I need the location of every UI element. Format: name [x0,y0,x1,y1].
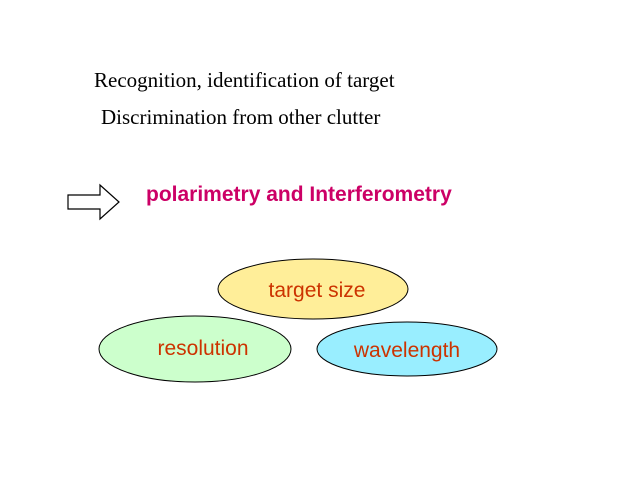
resolution-shape [98,315,292,383]
objective-line: Discrimination from other clutter [101,105,381,129]
method-highlight: polarimetry and Interferometry [146,183,452,206]
target-size-label: target size [269,279,366,302]
objective-line: Recognition, identification of target [94,68,395,92]
right-arrow-icon [67,183,120,221]
wavelength-ellipse: wavelength [316,321,498,377]
resolution-label: resolution [157,337,248,360]
resolution-ellipse: resolution [98,315,292,383]
target-size-ellipse: target size [217,258,409,320]
wavelength-label: wavelength [353,339,460,362]
wavelength-shape [316,321,498,377]
target-size-shape [217,258,409,320]
